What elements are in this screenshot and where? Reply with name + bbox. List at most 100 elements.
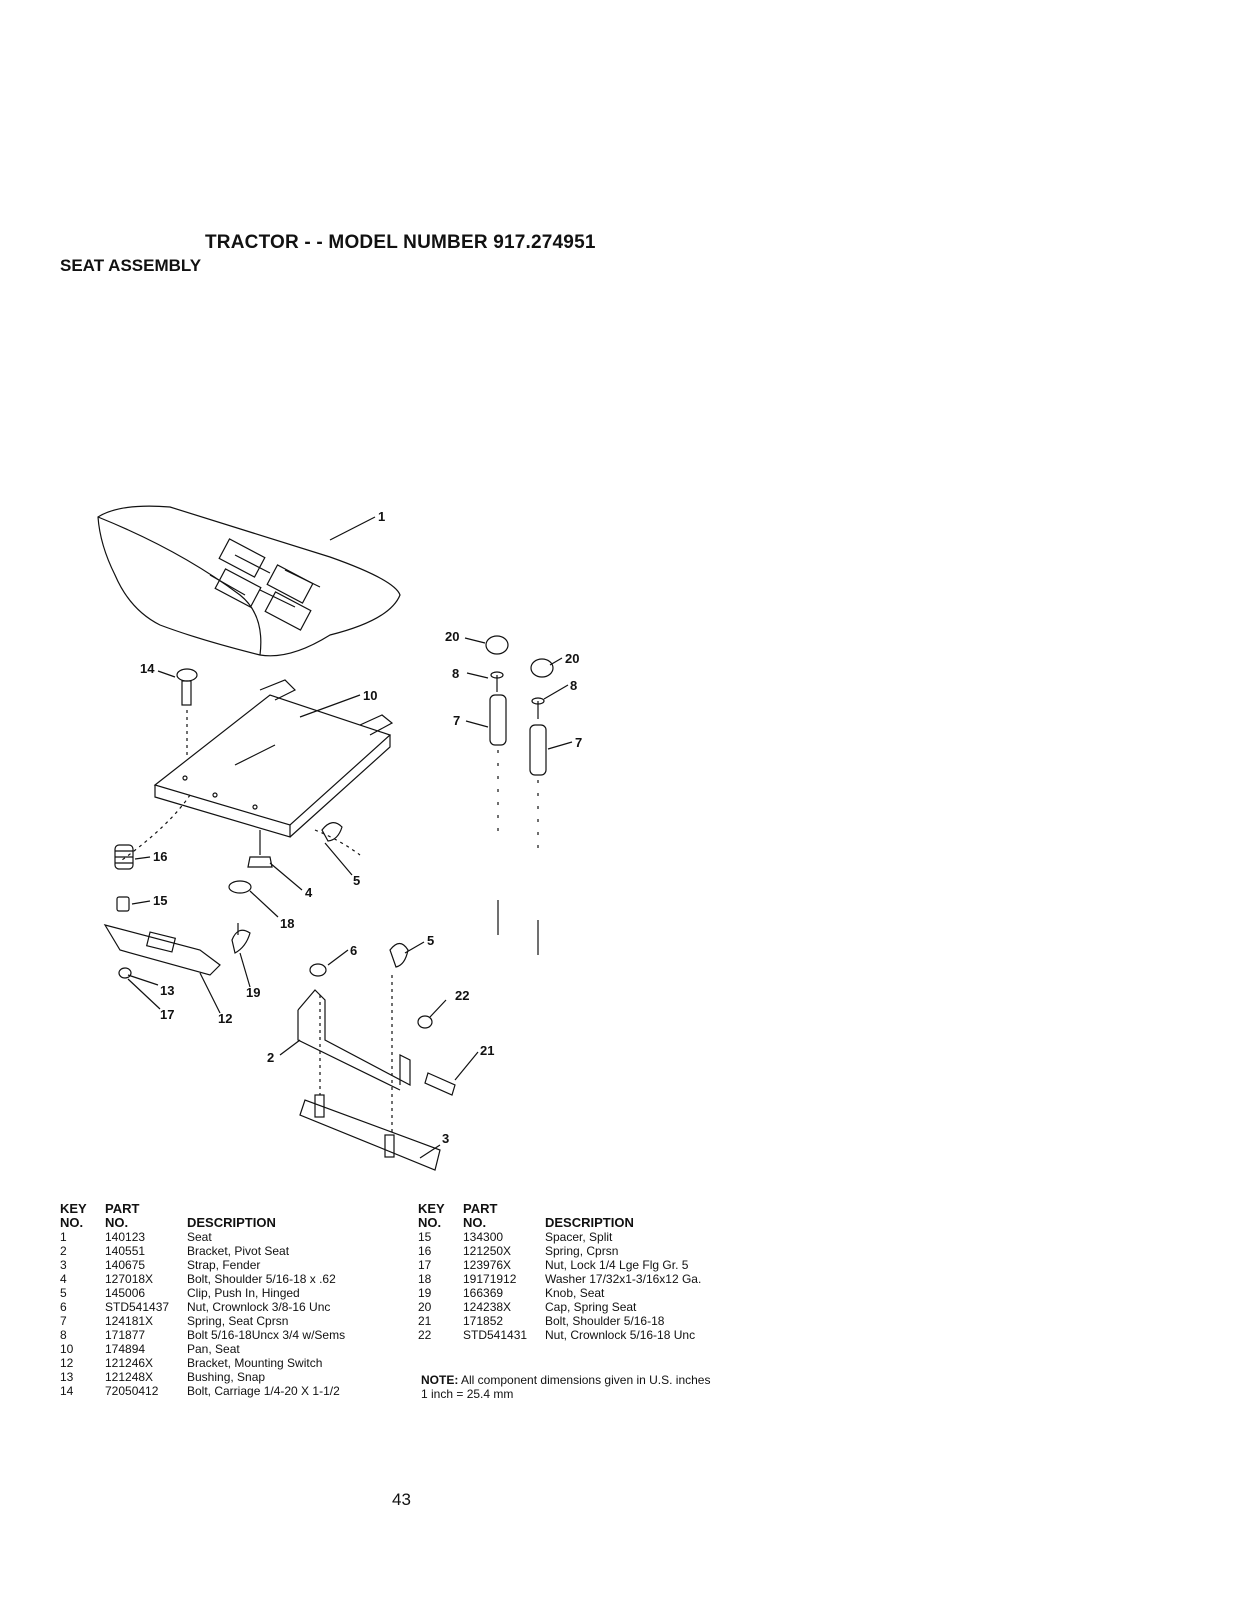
key-header: NO. [418, 1215, 442, 1230]
spring-and-spacer-illustration [114, 844, 134, 912]
table-row: 8 171877 Bolt 5/16-18Uncx 3/4 w/Sems [60, 1328, 345, 1342]
part-header: NO. [463, 1215, 487, 1230]
part-no: STD541437 [105, 1300, 170, 1314]
page-number: 43 [392, 1490, 411, 1509]
part-no: 124181X [105, 1314, 154, 1328]
callout-numbers: 1 20 20 8 8 7 7 14 10 16 15 4 5 18 6 5 1… [140, 509, 582, 1146]
table-row: 6 STD541437 Nut, Crownlock 3/8-16 Unc [60, 1300, 345, 1314]
callout-label: 12 [218, 1011, 232, 1026]
part-no: 134300 [463, 1230, 504, 1244]
seat-springs-illustration [485, 635, 554, 955]
note-text: All component dimensions given in U.S. i… [461, 1373, 711, 1387]
table-row: 16 121250X Spring, Cprsn [418, 1244, 701, 1258]
exploded-parts-diagram: 1 20 20 8 8 7 7 14 10 16 15 4 5 18 6 5 1… [97, 505, 582, 1171]
callout-label: 14 [140, 661, 155, 676]
part-no: 121250X [463, 1244, 512, 1258]
key-no: 8 [60, 1328, 67, 1342]
callout-label: 3 [442, 1131, 449, 1146]
description: Nut, Lock 1/4 Lge Flg Gr. 5 [545, 1258, 689, 1272]
part-no: 166369 [463, 1286, 504, 1300]
part-no: 72050412 [105, 1384, 159, 1398]
callout-label: 16 [153, 849, 167, 864]
callout-label: 4 [305, 885, 313, 900]
key-no: 12 [60, 1356, 74, 1370]
section-title: SEAT ASSEMBLY [60, 256, 202, 275]
key-no: 10 [60, 1342, 74, 1356]
part-no: 140675 [105, 1258, 146, 1272]
part-no: 171852 [463, 1314, 504, 1328]
key-no: 2 [60, 1244, 67, 1258]
description: Spring, Cprsn [545, 1244, 619, 1258]
key-no: 5 [60, 1286, 67, 1300]
part-header: NO. [105, 1215, 129, 1230]
description: Nut, Crownlock 3/8-16 Unc [187, 1300, 331, 1314]
key-no: 13 [60, 1370, 74, 1384]
page-title: TRACTOR - - MODEL NUMBER 917.274951 [205, 232, 596, 253]
callout-label: 1 [378, 509, 385, 524]
part-no: 171877 [105, 1328, 146, 1342]
callout-label: 2 [267, 1050, 274, 1065]
key-no: 6 [60, 1300, 67, 1314]
key-no: 19 [418, 1286, 432, 1300]
description: Clip, Push In, Hinged [187, 1286, 300, 1300]
pivot-bracket-illustration [297, 942, 456, 1171]
description-header: DESCRIPTION [187, 1215, 276, 1230]
key-no: 22 [418, 1328, 432, 1342]
table-header-row: KEY PART [418, 1202, 701, 1216]
key-no: 4 [60, 1272, 67, 1286]
callout-label: 7 [575, 735, 582, 750]
key-no: 16 [418, 1244, 432, 1258]
callout-label: 5 [427, 933, 434, 948]
callout-label: 8 [570, 678, 577, 693]
callout-label: 7 [453, 713, 460, 728]
description: Washer 17/32x1-3/16x12 Ga. [545, 1272, 702, 1286]
callout-label: 20 [565, 651, 579, 666]
callout-label: 22 [455, 988, 469, 1003]
description: Pan, Seat [187, 1342, 240, 1356]
switch-bracket-illustration [103, 924, 221, 979]
dimensions-note: NOTE: All component dimensions given in … [421, 1373, 710, 1401]
table-row: 21 171852 Bolt, Shoulder 5/16-18 [418, 1314, 701, 1328]
part-no: 140123 [105, 1230, 146, 1244]
part-header: PART [463, 1201, 498, 1216]
description: Bolt, Shoulder 5/16-18 [545, 1314, 665, 1328]
note-label: NOTE: [421, 1373, 459, 1387]
part-no: 174894 [105, 1342, 146, 1356]
callout-label: 15 [153, 893, 167, 908]
carriage-bolt-illustration [176, 668, 198, 755]
key-no: 18 [418, 1272, 432, 1286]
description: Bolt 5/16-18Uncx 3/4 w/Sems [187, 1328, 346, 1342]
callout-label: 19 [246, 985, 260, 1000]
part-no: 123976X [463, 1258, 512, 1272]
seat-pan-illustration [153, 679, 394, 838]
table-header-row: NO. NO. DESCRIPTION [418, 1216, 701, 1230]
description: Bolt, Carriage 1/4-20 X 1-1/2 [187, 1384, 340, 1398]
key-no: 1 [60, 1230, 67, 1244]
table-header-row: NO. NO. DESCRIPTION [60, 1216, 345, 1230]
part-no: STD541431 [463, 1328, 528, 1342]
key-no: 21 [418, 1314, 432, 1328]
leader-lines [127, 516, 573, 1159]
description: Bracket, Mounting Switch [187, 1356, 323, 1370]
description: Bracket, Pivot Seat [187, 1244, 290, 1258]
part-no: 140551 [105, 1244, 146, 1258]
callout-label: 20 [445, 629, 459, 644]
callout-label: 13 [160, 983, 174, 998]
description: Spacer, Split [545, 1230, 613, 1244]
callout-label: 5 [353, 873, 360, 888]
hardware-illustration [228, 822, 343, 954]
callout-label: 21 [480, 1043, 494, 1058]
part-no: 121246X [105, 1356, 154, 1370]
callout-label: 8 [452, 666, 459, 681]
table-row: 12 121246X Bracket, Mounting Switch [60, 1356, 345, 1370]
